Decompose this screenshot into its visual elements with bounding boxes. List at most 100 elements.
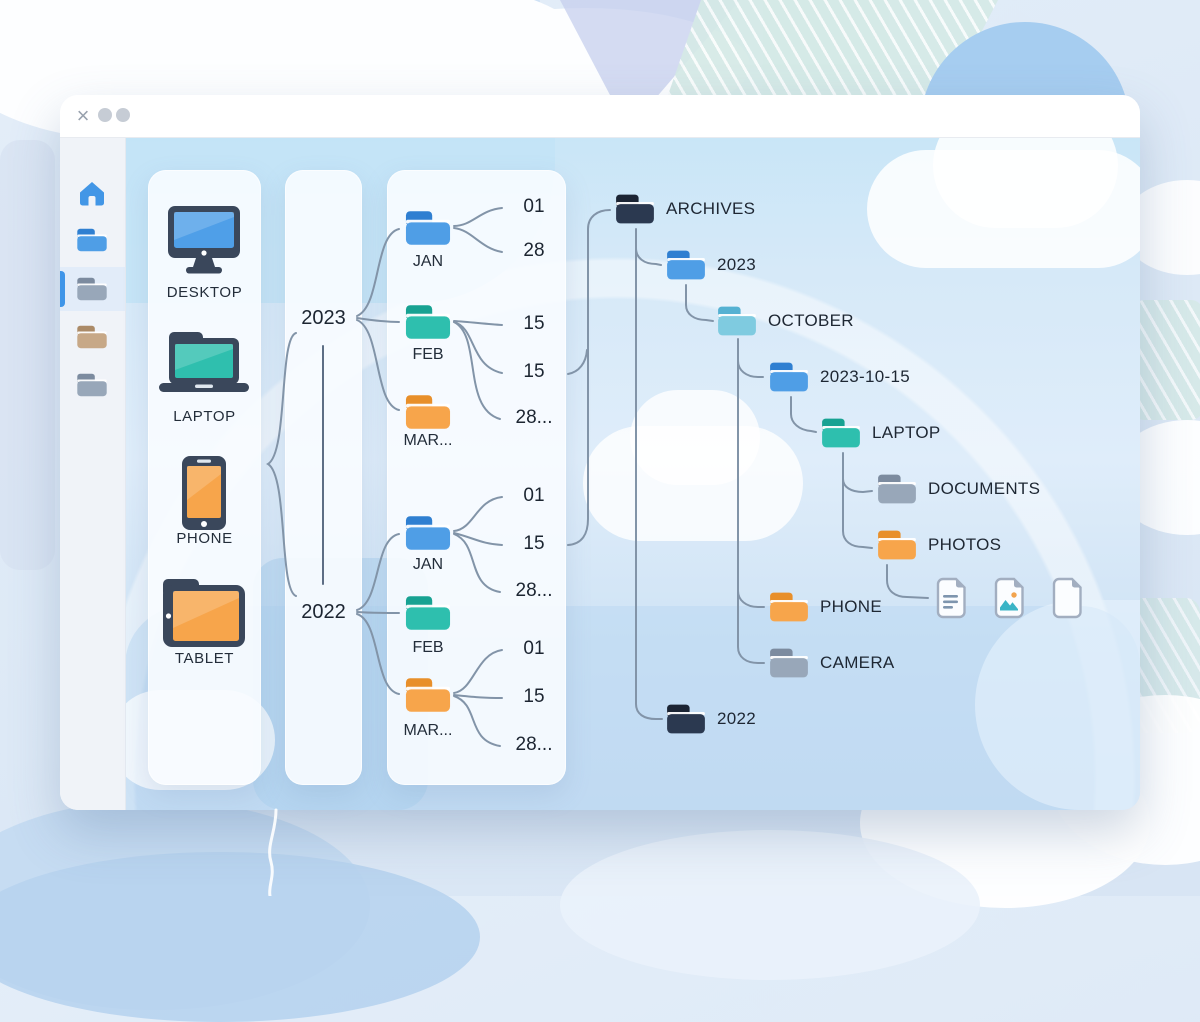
folder-icon: [77, 325, 107, 349]
close-button[interactable]: ×: [76, 103, 90, 128]
day-item[interactable]: 01: [523, 196, 545, 217]
tree-node-label: OCTOBER: [768, 311, 854, 330]
tree-node-label: DOCUMENTS: [928, 479, 1041, 498]
month-label: JAN: [412, 556, 444, 573]
device-label: TABLET: [174, 650, 235, 667]
tree-node-label: 2023: [717, 255, 757, 274]
tree-node-2023[interactable]: [663, 247, 709, 283]
tree-node-label: 2022: [717, 709, 757, 728]
blank-file-icon: [1052, 577, 1082, 619]
background-stripes: [1133, 300, 1200, 420]
tree-node-date[interactable]: [766, 359, 812, 395]
tree-node-label: LAPTOP: [872, 423, 941, 442]
tree-node-october[interactable]: [714, 303, 760, 339]
file-document[interactable]: [933, 576, 969, 620]
folder-icon: [822, 418, 860, 448]
tree-node-laptop[interactable]: [818, 415, 864, 451]
file-blank[interactable]: [1049, 576, 1085, 620]
sidebar: [60, 138, 126, 810]
folder-icon: [405, 395, 451, 429]
folder-icon: [667, 250, 705, 280]
file-image[interactable]: [991, 576, 1027, 620]
image-file-icon: [994, 577, 1024, 619]
sidebar-item-folder-tan[interactable]: [75, 323, 109, 351]
folder-icon: [405, 211, 451, 245]
folder-icon: [878, 530, 916, 560]
sidebar-item-home[interactable]: [78, 180, 106, 207]
folder-icon: [405, 596, 451, 630]
folder-icon: [77, 228, 107, 252]
sidebar-item-folder-gray-1[interactable]: [75, 275, 109, 303]
device-phone[interactable]: [180, 454, 228, 532]
month-folder-feb-2022[interactable]: [402, 592, 454, 634]
folder-icon: [770, 592, 808, 622]
tree-node-2022[interactable]: [663, 701, 709, 737]
folder-icon: [405, 516, 451, 550]
year-2022[interactable]: 2022: [301, 601, 346, 623]
document-file-icon: [936, 577, 966, 619]
background-wave: [0, 852, 480, 1022]
home-icon: [80, 182, 104, 206]
tree-node-label: PHONE: [820, 597, 882, 616]
device-tablet[interactable]: [158, 578, 250, 648]
window-dot-button[interactable]: [98, 108, 112, 122]
desktop-icon: [168, 206, 240, 274]
day-item[interactable]: 15: [523, 313, 545, 334]
month-label: JAN: [412, 253, 444, 270]
tablet-icon: [163, 579, 245, 647]
tree-node-label: 2023-10-15: [820, 367, 910, 386]
month-folder-feb-2023[interactable]: [402, 301, 454, 343]
tree-node-phone[interactable]: [766, 589, 812, 625]
day-item[interactable]: 28...: [515, 580, 553, 601]
background-shape: [0, 140, 55, 570]
month-label: FEB: [412, 346, 444, 363]
cloud-decoration: [867, 150, 1140, 268]
month-label: FEB: [412, 639, 444, 656]
folder-icon: [718, 306, 756, 336]
day-item-selected[interactable]: 15: [523, 686, 545, 707]
year-2023[interactable]: 2023: [301, 307, 346, 329]
cloud-decoration: [975, 600, 1140, 810]
month-folder-mar-2022[interactable]: [402, 674, 454, 716]
tree-node-photos[interactable]: [874, 527, 920, 563]
sidebar-item-folder-blue[interactable]: [75, 226, 109, 254]
month-folder-mar-2023[interactable]: [402, 391, 454, 433]
device-label: DESKTOP: [166, 284, 243, 301]
day-item[interactable]: 28...: [515, 407, 553, 428]
background-cloud: [560, 830, 980, 980]
month-label: MAR...: [403, 432, 453, 449]
laptop-icon: [159, 332, 249, 392]
tree-node-documents[interactable]: [874, 471, 920, 507]
day-item[interactable]: 01: [523, 638, 545, 659]
folder-icon: [77, 373, 107, 397]
titlebar: [60, 95, 1140, 138]
phone-icon: [182, 456, 226, 530]
tree-node-label: PHOTOS: [928, 535, 1002, 554]
years-panel: [285, 170, 362, 785]
sidebar-active-indicator: [60, 271, 65, 307]
day-item[interactable]: 01: [523, 485, 545, 506]
tree-node-label: ARCHIVES: [666, 199, 756, 218]
day-item-selected[interactable]: 15: [523, 533, 545, 554]
device-label: LAPTOP: [173, 408, 236, 425]
sidebar-item-folder-gray-2[interactable]: [75, 371, 109, 399]
window-dot-button[interactable]: [116, 108, 130, 122]
device-laptop[interactable]: [156, 331, 252, 393]
day-item-selected[interactable]: 15: [523, 361, 545, 382]
folder-icon: [77, 277, 107, 301]
tree-node-archives[interactable]: [612, 191, 658, 227]
tree-node-camera[interactable]: [766, 645, 812, 681]
device-desktop[interactable]: [159, 203, 249, 275]
folder-icon: [770, 648, 808, 678]
folder-icon: [405, 678, 451, 712]
month-label: MAR...: [403, 722, 453, 739]
day-item[interactable]: 28...: [515, 734, 553, 755]
background-stripes: [668, 0, 998, 95]
folder-icon: [667, 704, 705, 734]
device-label: PHONE: [176, 530, 233, 547]
month-folder-jan-2023[interactable]: [402, 207, 454, 249]
day-item[interactable]: 28: [523, 240, 545, 261]
cloud-decoration: [583, 426, 803, 541]
month-folder-jan-2022[interactable]: [402, 512, 454, 554]
